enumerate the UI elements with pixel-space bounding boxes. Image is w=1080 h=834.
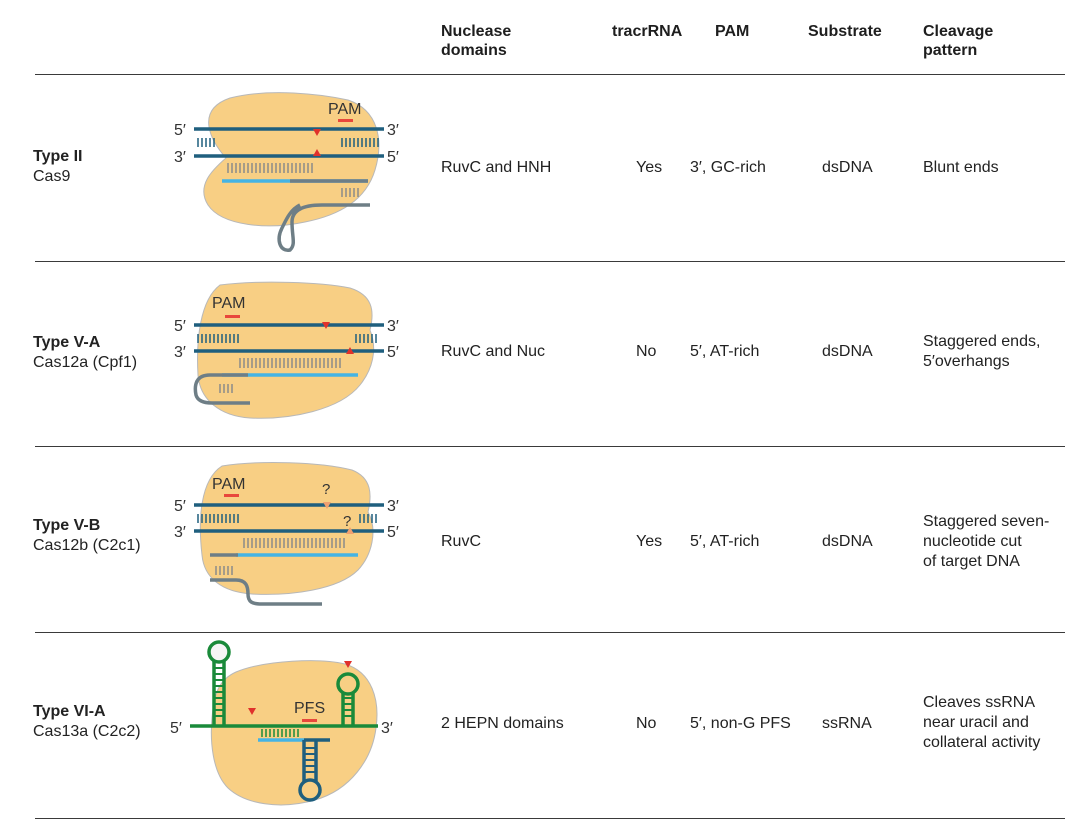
nuclease-domains: RuvC and Nuc	[441, 343, 546, 360]
svg-text:3′: 3′	[381, 720, 393, 737]
type-label: Type II Cas9	[33, 148, 83, 185]
pam-value: 3′, GC-rich	[690, 159, 766, 176]
svg-text:3′: 3′	[387, 498, 399, 515]
svg-text:5′: 5′	[174, 318, 186, 335]
tracrrna-value: No	[636, 343, 657, 360]
pam-value: 5′, AT-rich	[690, 343, 760, 360]
svg-text:?: ?	[343, 513, 351, 530]
svg-text:5′: 5′	[174, 498, 186, 515]
substrate-value: dsDNA	[822, 533, 873, 550]
svg-text:5′: 5′	[387, 344, 399, 361]
row-divider	[35, 74, 1065, 75]
svg-text:3′: 3′	[174, 524, 186, 541]
svg-text:3′: 3′	[174, 149, 186, 166]
row-divider	[35, 818, 1065, 819]
tracrrna-value: Yes	[636, 159, 663, 176]
table-row-type-v-b: Type V-B Cas12b (C2c1) ? ? PAM 5′ 3′ 3′ …	[0, 447, 1080, 632]
nuclease-domains: 2 HEPN domains	[441, 715, 564, 732]
tracrrna-value: Yes	[636, 533, 663, 550]
row-divider	[35, 446, 1065, 447]
svg-text:5′: 5′	[387, 524, 399, 541]
svg-text:PAM: PAM	[212, 295, 245, 312]
table-row-type-vi-a: Type VI-A Cas13a (C2c2) PFS 5′	[0, 633, 1080, 818]
svg-text:3′: 3′	[387, 318, 399, 335]
svg-text:PAM: PAM	[212, 476, 245, 493]
pam-value: 5′, AT-rich	[690, 533, 760, 550]
svg-text:3′: 3′	[387, 122, 399, 139]
row-divider	[35, 261, 1065, 262]
substrate-value: dsDNA	[822, 343, 873, 360]
nuclease-domains: RuvC and HNH	[441, 159, 552, 176]
svg-text:5′: 5′	[174, 122, 186, 139]
table-row-type-v-a: Type V-A Cas12a (Cpf1) PAM 5′ 3′ 3′ 5′ R…	[0, 262, 1080, 446]
type-label: Type V-B Cas12b (C2c1)	[33, 517, 141, 554]
cleavage-pattern: Staggered ends, 5′overhangs	[923, 333, 1041, 370]
table-row-type-ii: Type II Cas9 PAM 5′ 3′ 3′ 5′ RuvC and HN…	[0, 75, 1080, 261]
cas12a-diagram: PAM 5′ 3′ 3′ 5′	[174, 281, 399, 419]
svg-text:?: ?	[322, 481, 330, 498]
pam-value: 5′, non-G PFS	[690, 715, 791, 732]
header-tracrrna: tracrRNA	[612, 23, 683, 40]
svg-text:5′: 5′	[387, 149, 399, 166]
cas9-diagram: PAM 5′ 3′ 3′ 5′	[174, 92, 399, 252]
header-pam: PAM	[715, 23, 750, 40]
substrate-value: dsDNA	[822, 159, 873, 176]
svg-text:5′: 5′	[170, 720, 182, 737]
tracrrna-value: No	[636, 715, 657, 732]
svg-text:3′: 3′	[174, 344, 186, 361]
row-divider	[35, 632, 1065, 633]
header-substrate: Substrate	[808, 23, 882, 40]
type-label: Type V-A Cas12a (Cpf1)	[33, 334, 138, 371]
cas12b-diagram: ? ? PAM 5′ 3′ 3′ 5′	[174, 462, 399, 606]
cas13a-diagram: PFS 5′ 3′	[170, 640, 393, 806]
cleavage-pattern: Cleaves ssRNA near uracil and collateral…	[923, 694, 1041, 751]
cleavage-pattern: Staggered seven- nucleotide cut of targe…	[923, 513, 1050, 570]
type-label: Type VI-A Cas13a (C2c2)	[33, 703, 141, 740]
substrate-value: ssRNA	[822, 715, 872, 732]
svg-text:PFS: PFS	[294, 700, 325, 717]
nuclease-domains: RuvC	[441, 533, 482, 550]
cleavage-pattern: Blunt ends	[923, 159, 999, 176]
svg-text:PAM: PAM	[328, 101, 361, 118]
